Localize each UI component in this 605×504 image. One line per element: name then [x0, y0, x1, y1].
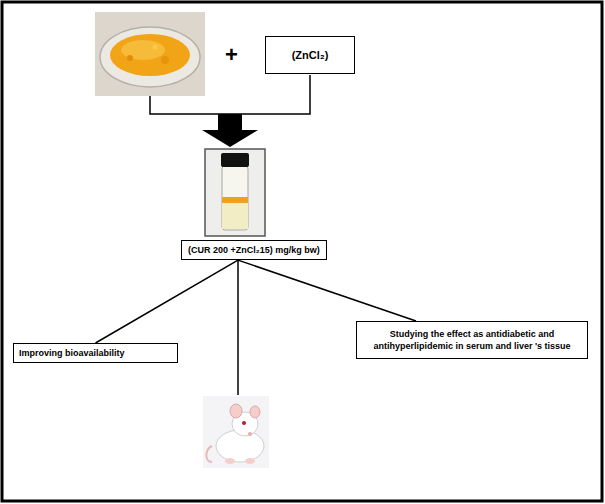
reagent-box: (ZnCl₂) — [265, 36, 355, 74]
curcumin-photo — [95, 12, 205, 96]
box-label: (CUR 200 +ZnCl₂15) mg/kg bw) — [188, 244, 320, 256]
connector-line — [96, 260, 239, 343]
plus-sign: + — [225, 42, 238, 68]
merge-lines — [150, 75, 310, 114]
block-arrow — [202, 114, 258, 147]
leader-line — [237, 259, 239, 395]
box-label: Improving bioavailability — [19, 347, 172, 359]
box-label: (ZnCl₂) — [272, 48, 348, 63]
outcome-box: Studying the effect as antidiabetic and … — [356, 321, 588, 359]
box-label: Studying the effect as antidiabetic and … — [365, 328, 579, 352]
connector — [96, 260, 239, 343]
connector-line — [238, 260, 416, 321]
connector — [238, 260, 416, 321]
dose-box: (CUR 200 +ZnCl₂15) mg/kg bw) — [181, 240, 327, 260]
outcome-box: Improving bioavailability — [13, 343, 178, 363]
vial-photo — [205, 149, 265, 236]
mouse-photo — [203, 396, 269, 468]
